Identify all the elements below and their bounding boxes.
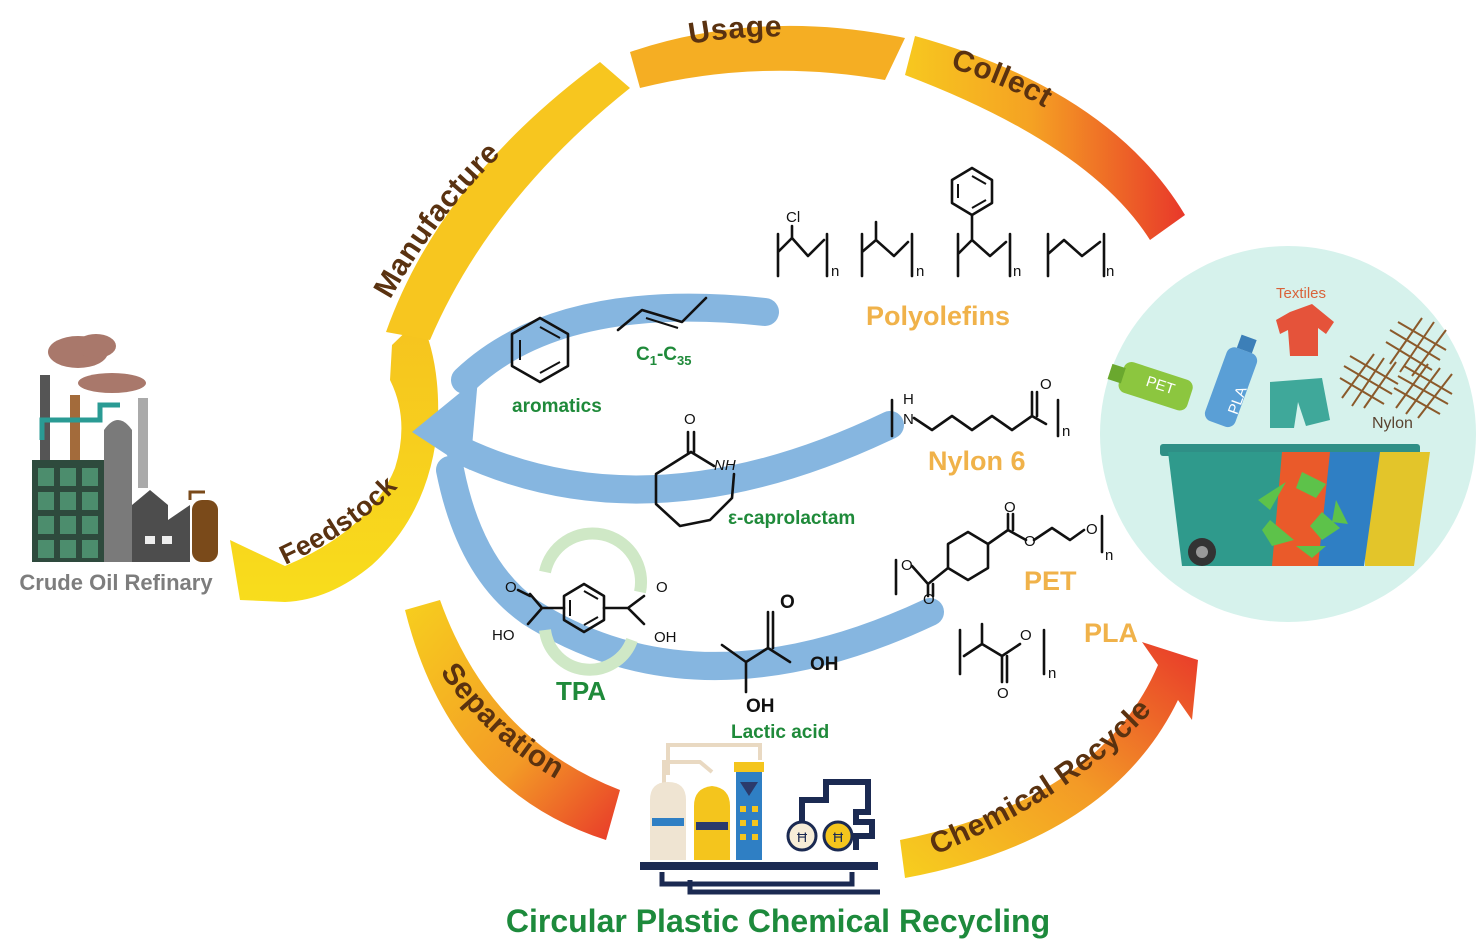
repeat-n: n <box>1013 263 1021 280</box>
oxygen-atom: O <box>901 557 913 574</box>
oxygen-atom: O <box>656 579 668 596</box>
oxygen-atom: O <box>1040 376 1052 393</box>
refinery-icon: Crude Oil Refinary <box>19 334 218 595</box>
tpa-structure: O HO O OH TPA <box>492 527 677 706</box>
diagram-title: Circular Plastic Chemical Recycling <box>506 903 1050 939</box>
caprolactam-structure: O NH ε-caprolactam <box>654 411 855 529</box>
flow-arrow-pet <box>436 456 944 680</box>
svg-text:Ħ: Ħ <box>833 829 844 845</box>
shorts-icon <box>1270 378 1330 428</box>
c1-label: C1-C35 <box>636 344 692 368</box>
oxygen-atom: O <box>997 685 1009 702</box>
chemical-recycle-label: Chemical Recycle <box>925 693 1157 862</box>
chemical-plant-icon: Ħ Ħ <box>640 743 880 895</box>
chlorine-atom: Cl <box>786 209 800 226</box>
pla-bottle-icon <box>1204 334 1258 428</box>
alkene-structure: C1-C35 <box>616 296 708 368</box>
aromatics-label: aromatics <box>512 396 602 417</box>
svg-text:Chemical Recycle: Chemical Recycle <box>925 693 1158 862</box>
aromatics-structure: aromatics <box>510 316 602 417</box>
repeat-n: n <box>1105 547 1113 564</box>
caprolactam-label: ε-caprolactam <box>728 508 855 529</box>
nitrogen-atom: N <box>903 411 914 428</box>
pla-structure: O O n PLA <box>958 618 1138 702</box>
nylon-mesh-icon <box>1339 317 1453 419</box>
chemical-recycle-arrow <box>900 642 1198 878</box>
oh-group: OH <box>654 629 677 646</box>
repeat-n: n <box>1062 423 1070 440</box>
lactic-acid-structure: O OH OH Lactic acid <box>720 592 839 743</box>
pla-label: PLA <box>1084 618 1138 648</box>
oxygen-atom: O <box>1086 521 1098 538</box>
nh-group: NH <box>714 457 736 474</box>
manufacture-arrow <box>386 62 630 340</box>
nylon6-structure: N H O n Nylon 6 <box>890 376 1070 476</box>
tpa-label: TPA <box>556 676 606 706</box>
ho-group: HO <box>492 627 515 644</box>
hydrogen-atom: H <box>903 391 914 408</box>
separation-arrow <box>405 600 620 840</box>
repeat-n: n <box>1048 665 1056 682</box>
lactic-acid-label: Lactic acid <box>731 722 829 743</box>
oxygen-atom: O <box>923 591 935 608</box>
feedstock-arrow <box>230 318 439 602</box>
waste-bin-illustration: Textiles Nylon PET PLA <box>1100 246 1476 622</box>
polyolefin-structures: Cl n n n n Polyolefins <box>776 166 1114 331</box>
oh-group: OH <box>746 696 775 717</box>
flow-arrowhead <box>412 378 478 470</box>
nylon6-label: Nylon 6 <box>928 446 1026 476</box>
oxygen-atom: O <box>684 411 696 428</box>
oxygen-atom: O <box>780 592 795 613</box>
polyolefins-label: Polyolefins <box>866 301 1010 331</box>
usage-arrow <box>630 25 905 88</box>
flow-arrow-polyolefins <box>451 293 779 394</box>
repeat-n: n <box>1106 263 1114 280</box>
pet-label: PET <box>1024 566 1077 596</box>
refinery-label: Crude Oil Refinary <box>19 570 213 595</box>
repeat-n: n <box>831 263 839 280</box>
nylon-label: Nylon <box>1372 415 1413 432</box>
recycle-icon <box>1258 472 1348 558</box>
oxygen-atom: O <box>1020 627 1032 644</box>
flow-arrow-nylon <box>446 411 904 504</box>
oxygen-atom: O <box>1004 499 1016 516</box>
oxygen-atom: O <box>1024 533 1036 550</box>
flow-arrows <box>412 293 944 680</box>
cycle-arrows: Manufacture Usage Collect Feedstock Sepa… <box>230 10 1198 878</box>
pet-structure: O O O O O n PET <box>894 499 1113 608</box>
collect-arrow <box>905 36 1185 240</box>
svg-text:Ħ: Ħ <box>797 829 808 845</box>
repeat-n: n <box>916 263 924 280</box>
shirt-icon <box>1276 304 1334 356</box>
oh-group: OH <box>810 654 839 675</box>
pet-bottle-icon <box>1107 361 1193 411</box>
textiles-label: Textiles <box>1276 285 1326 302</box>
oxygen-atom: O <box>505 579 517 596</box>
